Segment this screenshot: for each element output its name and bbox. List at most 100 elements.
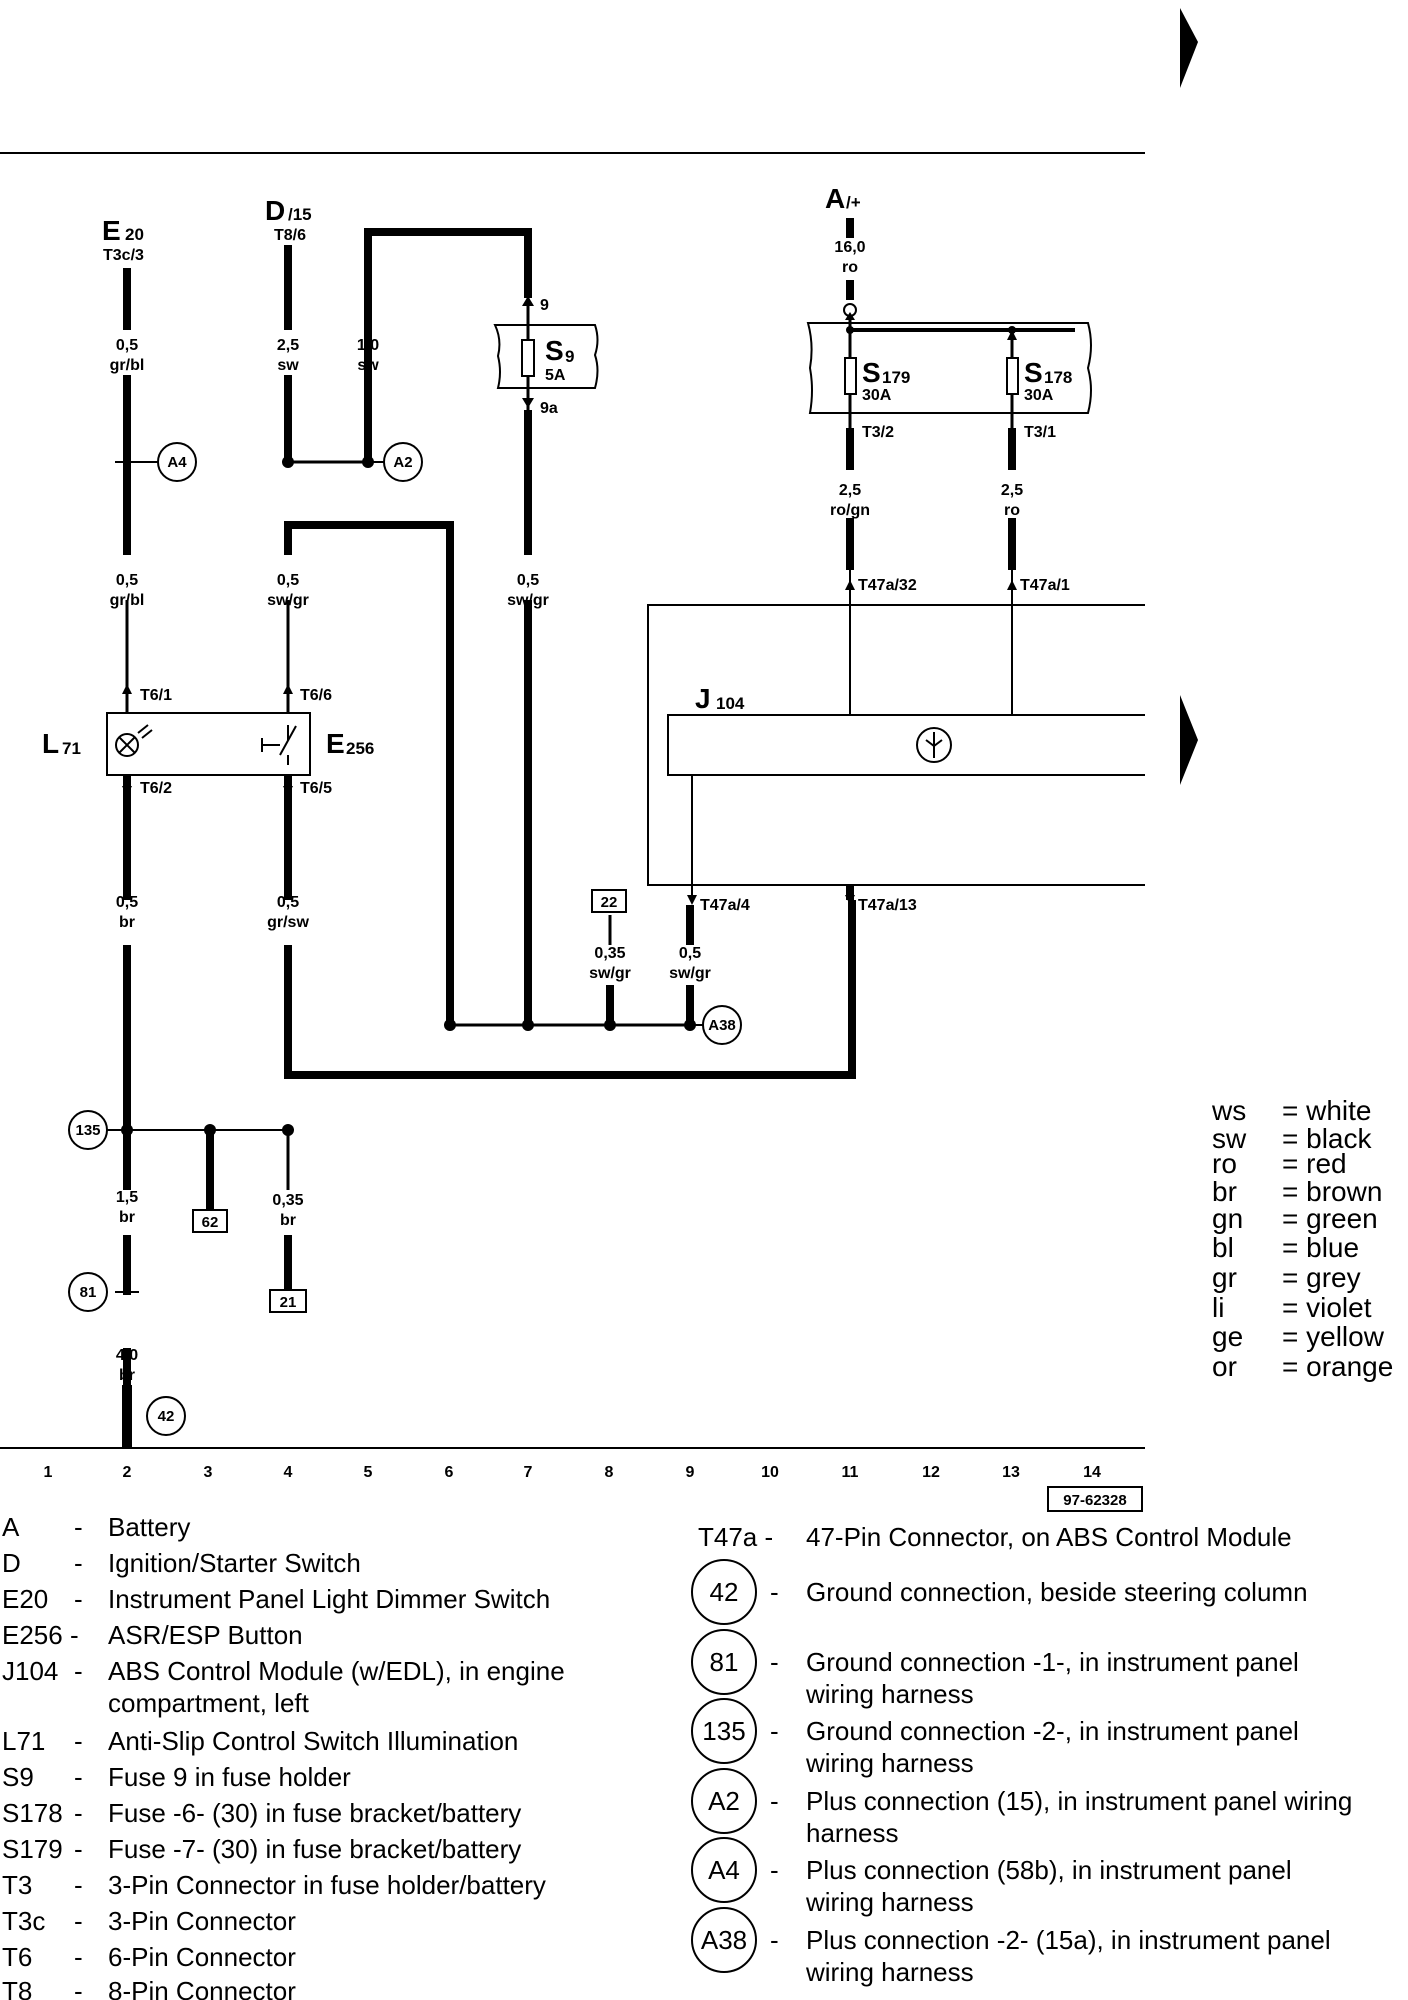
svg-text:47-Pin Connector, on ABS Contr: 47-Pin Connector, on ABS Control Module bbox=[806, 1522, 1292, 1552]
svg-text:or: or bbox=[1212, 1351, 1237, 1382]
d15-name: D bbox=[265, 195, 285, 226]
svg-text:Instrument Panel Light Dimmer: Instrument Panel Light Dimmer Switch bbox=[108, 1584, 550, 1614]
svg-text:ro: ro bbox=[1212, 1148, 1237, 1179]
svg-text:0,5: 0,5 bbox=[517, 572, 539, 589]
svg-text:13: 13 bbox=[1002, 1464, 1020, 1481]
svg-text:sw/gr: sw/gr bbox=[507, 592, 549, 609]
svg-text:4,0: 4,0 bbox=[116, 1347, 138, 1364]
svg-text:T8: T8 bbox=[2, 1976, 32, 2000]
s9-fuse-holder bbox=[493, 324, 599, 389]
svg-text:62: 62 bbox=[202, 1214, 219, 1231]
svg-text:sw: sw bbox=[277, 357, 299, 374]
svg-text:wiring harness: wiring harness bbox=[805, 1679, 974, 1709]
j104-sub: 104 bbox=[716, 694, 745, 713]
svg-text:gr: gr bbox=[1212, 1262, 1237, 1293]
svg-text:sw/gr: sw/gr bbox=[267, 592, 309, 609]
svg-text:ro/gn: ro/gn bbox=[830, 502, 870, 519]
svg-text:sw: sw bbox=[1212, 1123, 1247, 1154]
connection-symbols: A4 A2 A38 135 81 42 bbox=[68, 442, 742, 1436]
svg-text:= white: = white bbox=[1282, 1095, 1372, 1126]
svg-text:wiring harness: wiring harness bbox=[805, 1887, 974, 1917]
svg-text:A: A bbox=[2, 1512, 20, 1542]
svg-text:= green: = green bbox=[1282, 1203, 1378, 1234]
svg-text:S179: S179 bbox=[2, 1834, 63, 1864]
svg-text:Ground connection -2-, in inst: Ground connection -2-, in instrument pan… bbox=[806, 1716, 1299, 1746]
svg-text:A4: A4 bbox=[708, 1855, 740, 1885]
s9-pin-out: 9a bbox=[540, 400, 558, 417]
s178-sub: 178 bbox=[1044, 368, 1072, 387]
wire-labels: 0,5 gr/bl 2,5 sw 1,0 sw 0,5 gr/bl 0,5 sw… bbox=[110, 239, 1024, 1384]
a-name: A bbox=[825, 183, 845, 214]
svg-text:Fuse 9 in fuse holder: Fuse 9 in fuse holder bbox=[108, 1762, 351, 1792]
svg-text:81: 81 bbox=[710, 1647, 739, 1677]
svg-text:gr/bl: gr/bl bbox=[110, 592, 145, 609]
svg-text:ASR/ESP Button: ASR/ESP Button bbox=[108, 1620, 303, 1650]
svg-text:sw/gr: sw/gr bbox=[589, 965, 631, 982]
svg-text:-: - bbox=[770, 1925, 779, 1955]
svg-text:-: - bbox=[770, 1786, 779, 1816]
svg-text:Ground connection -1-, in inst: Ground connection -1-, in instrument pan… bbox=[806, 1647, 1299, 1677]
svg-text:3-Pin Connector: 3-Pin Connector bbox=[108, 1906, 296, 1936]
svg-text:harness: harness bbox=[806, 1818, 899, 1848]
svg-text:Plus connection (58b), in inst: Plus connection (58b), in instrument pan… bbox=[806, 1855, 1292, 1885]
svg-text:wiring harness: wiring harness bbox=[805, 1748, 974, 1778]
svg-text:0,5: 0,5 bbox=[679, 945, 701, 962]
svg-text:Fuse -6- (30) in fuse bracket/: Fuse -6- (30) in fuse bracket/battery bbox=[108, 1798, 521, 1828]
svg-text:E20: E20 bbox=[2, 1584, 48, 1614]
svg-text:ABS Control Module (w/EDL), in: ABS Control Module (w/EDL), in engine bbox=[108, 1656, 565, 1686]
s178-pin: T3/1 bbox=[1024, 424, 1056, 441]
splice-dots bbox=[121, 326, 1016, 1136]
svg-text:2: 2 bbox=[123, 1464, 132, 1481]
svg-text:6: 6 bbox=[445, 1464, 454, 1481]
svg-text:22: 22 bbox=[601, 894, 618, 911]
pin-t47a-13: T47a/13 bbox=[858, 897, 917, 914]
svg-text:1: 1 bbox=[44, 1464, 53, 1481]
s9-pin-in: 9 bbox=[540, 297, 549, 314]
reference-boxes: 22 62 21 bbox=[192, 889, 627, 1313]
svg-text:0,5: 0,5 bbox=[277, 894, 299, 911]
svg-text:Plus connection -2- (15a), in: Plus connection -2- (15a), in instrument… bbox=[806, 1925, 1331, 1955]
s9-name: S bbox=[545, 335, 564, 366]
fuse-bracket-holder bbox=[806, 322, 1092, 414]
j104-module-outline bbox=[647, 604, 1145, 886]
svg-text:42: 42 bbox=[158, 1408, 175, 1425]
svg-text:= yellow: = yellow bbox=[1282, 1321, 1385, 1352]
svg-text:-: - bbox=[74, 1906, 83, 1936]
pin-t47a-4: T47a/4 bbox=[700, 897, 750, 914]
svg-text:135: 135 bbox=[75, 1122, 100, 1139]
svg-text:sw: sw bbox=[357, 357, 379, 374]
svg-text:= black: = black bbox=[1282, 1123, 1372, 1154]
d15-sub: /15 bbox=[288, 205, 312, 224]
next-page-arrow-mid[interactable] bbox=[1180, 695, 1198, 785]
pin-t6-5: T6/5 bbox=[300, 780, 332, 797]
svg-text:6-Pin Connector: 6-Pin Connector bbox=[108, 1942, 296, 1972]
svg-text:Fuse -7- (30) in fuse bracket/: Fuse -7- (30) in fuse bracket/battery bbox=[108, 1834, 521, 1864]
component-legend-left: A-Battery D-Ignition/Starter Switch E20-… bbox=[2, 1512, 565, 2000]
l71-e256-switch-box bbox=[106, 712, 311, 776]
svg-text:-: - bbox=[74, 1798, 83, 1828]
svg-text:Plus connection (15), in instr: Plus connection (15), in instrument pane… bbox=[806, 1786, 1352, 1816]
s179-sub: 179 bbox=[882, 368, 910, 387]
s9-rating: 5A bbox=[545, 367, 566, 384]
svg-text:A4: A4 bbox=[167, 454, 187, 471]
svg-text:= grey: = grey bbox=[1282, 1262, 1361, 1293]
component-legend-right: T47a - 47-Pin Connector, on ABS Control … bbox=[691, 1522, 1352, 1987]
e256-name: E bbox=[326, 728, 345, 759]
pin-t47a-32: T47a/32 bbox=[858, 577, 917, 594]
s179-pin: T3/2 bbox=[862, 424, 894, 441]
svg-text:A38: A38 bbox=[701, 1925, 747, 1955]
next-page-arrow-top[interactable] bbox=[1180, 8, 1198, 88]
svg-text:0,35: 0,35 bbox=[272, 1192, 303, 1209]
svg-text:A2: A2 bbox=[393, 454, 412, 471]
s178-rating: 30A bbox=[1024, 387, 1054, 404]
pin-t47a-1: T47a/1 bbox=[1020, 577, 1070, 594]
svg-text:0,5: 0,5 bbox=[116, 572, 138, 589]
svg-text:0,5: 0,5 bbox=[116, 337, 138, 354]
svg-text:-: - bbox=[74, 1976, 83, 2000]
svg-text:T3c: T3c bbox=[2, 1906, 45, 1936]
svg-text:42: 42 bbox=[710, 1577, 739, 1607]
s179-name: S bbox=[862, 357, 881, 388]
svg-text:-: - bbox=[770, 1855, 779, 1885]
svg-text:1,5: 1,5 bbox=[116, 1189, 138, 1206]
